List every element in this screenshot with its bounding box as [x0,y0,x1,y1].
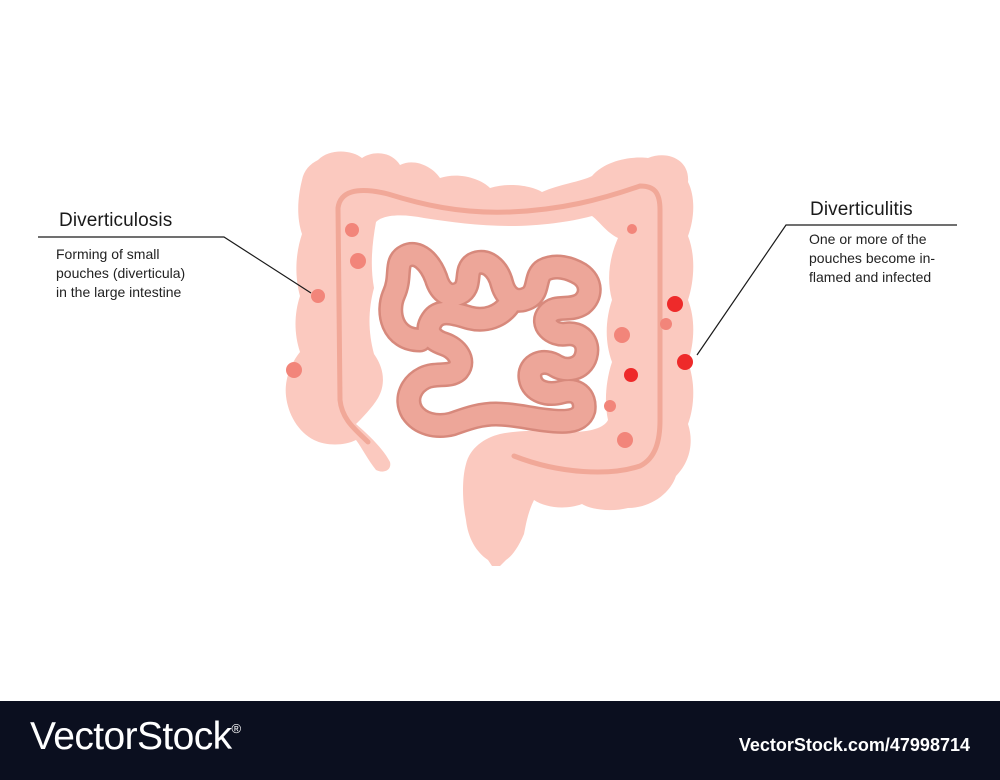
inflamed-diverticulum [667,296,683,312]
image-id: VectorStock.com/47998714 [738,735,970,755]
diverticulum [311,289,325,303]
diverticulosis-callout-line [38,236,312,294]
diverticulum [350,253,366,269]
diverticulum [627,224,637,234]
diverticulum [617,432,633,448]
small-intestine-fill [380,244,600,436]
callout-lines [38,224,957,356]
diverticulum [286,362,302,378]
watermark-footer: VectorStock® VectorStock.com/47998714 [0,701,1000,780]
vectorstock-logo: VectorStock® [30,715,241,759]
diverticulosis-title: Diverticulosis [59,210,173,231]
diverticulum [604,400,616,412]
diverticulum [345,223,359,237]
small-intestine [378,242,602,438]
colon-inner-line [335,183,663,475]
colon-body [285,151,694,566]
diverticulitis-title: Diverticulitis [810,199,913,220]
inflamed-diverticulum [624,368,638,382]
diverticulosis-description: Forming of small pouches (diverticula) i… [56,246,186,300]
diverticulum [660,318,672,330]
inflamed-diverticulum [677,354,693,370]
large-intestine [285,151,694,566]
diverticulitis-callout-line [696,224,957,356]
brand-name: VectorStock [30,715,232,758]
colon-diagram [38,151,957,566]
trademark-symbol: ® [231,721,242,736]
diverticulum [614,327,630,343]
diverticula [286,223,693,448]
diverticulitis-description: One or more of the pouches become in- fl… [809,231,936,285]
